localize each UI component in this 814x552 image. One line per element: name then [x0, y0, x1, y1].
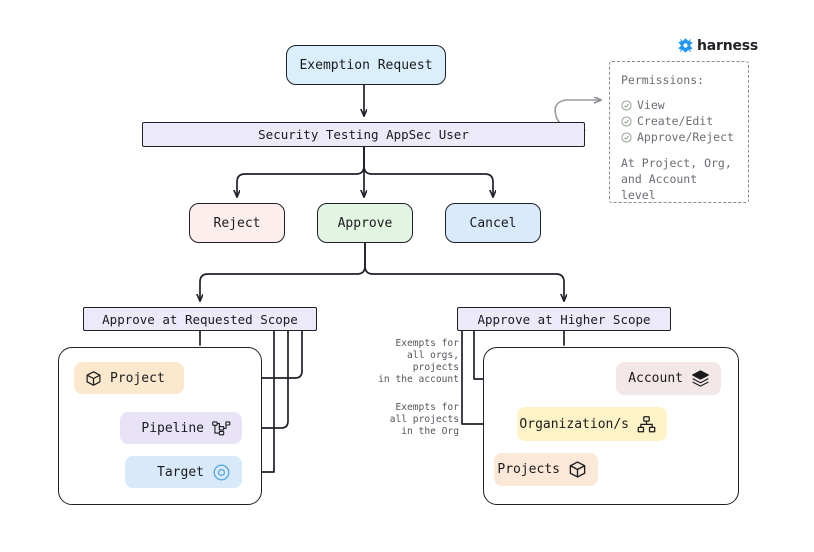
permissions-footer-line-2: and Account level — [621, 172, 698, 202]
annotation-account-exempt: Exempts for all orgs, projects in the ac… — [378, 338, 459, 385]
node-cancel[interactable]: Cancel — [445, 203, 541, 243]
node-target-label: Target — [157, 464, 204, 480]
node-projects[interactable]: Projects — [494, 453, 598, 486]
node-account-label: Account — [628, 371, 683, 386]
pipeline-nodes-icon — [212, 420, 231, 437]
layers-stack-icon — [691, 369, 710, 388]
node-exemption-request[interactable]: Exemption Request — [286, 45, 446, 85]
annotation-org-exempt: Exempts for all projects in the Org — [389, 402, 459, 437]
permissions-footer-line-1: At Project, Org, — [621, 156, 732, 170]
node-account[interactable]: Account — [616, 362, 721, 395]
permissions-title: Permissions: — [621, 73, 705, 87]
cube-icon — [568, 460, 587, 479]
permission-item-view: View — [621, 97, 737, 113]
check-circle-icon — [621, 115, 632, 127]
cube-icon — [85, 370, 102, 387]
node-approve-at-higher-scope[interactable]: Approve at Higher Scope — [457, 307, 671, 331]
org-chart-icon — [637, 415, 656, 434]
permissions-panel: Permissions: View Create/Edit — [609, 61, 749, 203]
harness-logo: harness — [677, 37, 758, 54]
node-organizations-label: Organization/s — [519, 416, 629, 432]
permission-label: Approve/Reject — [637, 130, 734, 144]
permission-label: Create/Edit — [637, 114, 714, 128]
check-circle-icon — [621, 99, 632, 111]
harness-clover-logo-icon — [677, 37, 694, 54]
permission-item-create-edit: Create/Edit — [621, 113, 737, 129]
target-circle-icon — [212, 463, 231, 482]
check-circle-icon — [621, 131, 632, 143]
node-reject[interactable]: Reject — [189, 203, 285, 243]
harness-wordmark: harness — [697, 37, 759, 54]
node-approve-at-requested-scope[interactable]: Approve at Requested Scope — [83, 307, 317, 331]
node-security-testing-appsec-user[interactable]: Security Testing AppSec User — [142, 122, 585, 147]
permission-label: View — [637, 98, 665, 112]
node-pipeline-label: Pipeline — [141, 420, 204, 436]
node-project-label: Project — [110, 370, 165, 386]
node-approve[interactable]: Approve — [317, 203, 413, 243]
node-project[interactable]: Project — [74, 362, 184, 394]
node-projects-label: Projects — [497, 462, 560, 477]
node-organizations[interactable]: Organization/s — [517, 407, 667, 441]
permission-item-approve-reject: Approve/Reject — [621, 129, 737, 145]
node-pipeline[interactable]: Pipeline — [120, 412, 242, 444]
node-target[interactable]: Target — [125, 456, 242, 488]
